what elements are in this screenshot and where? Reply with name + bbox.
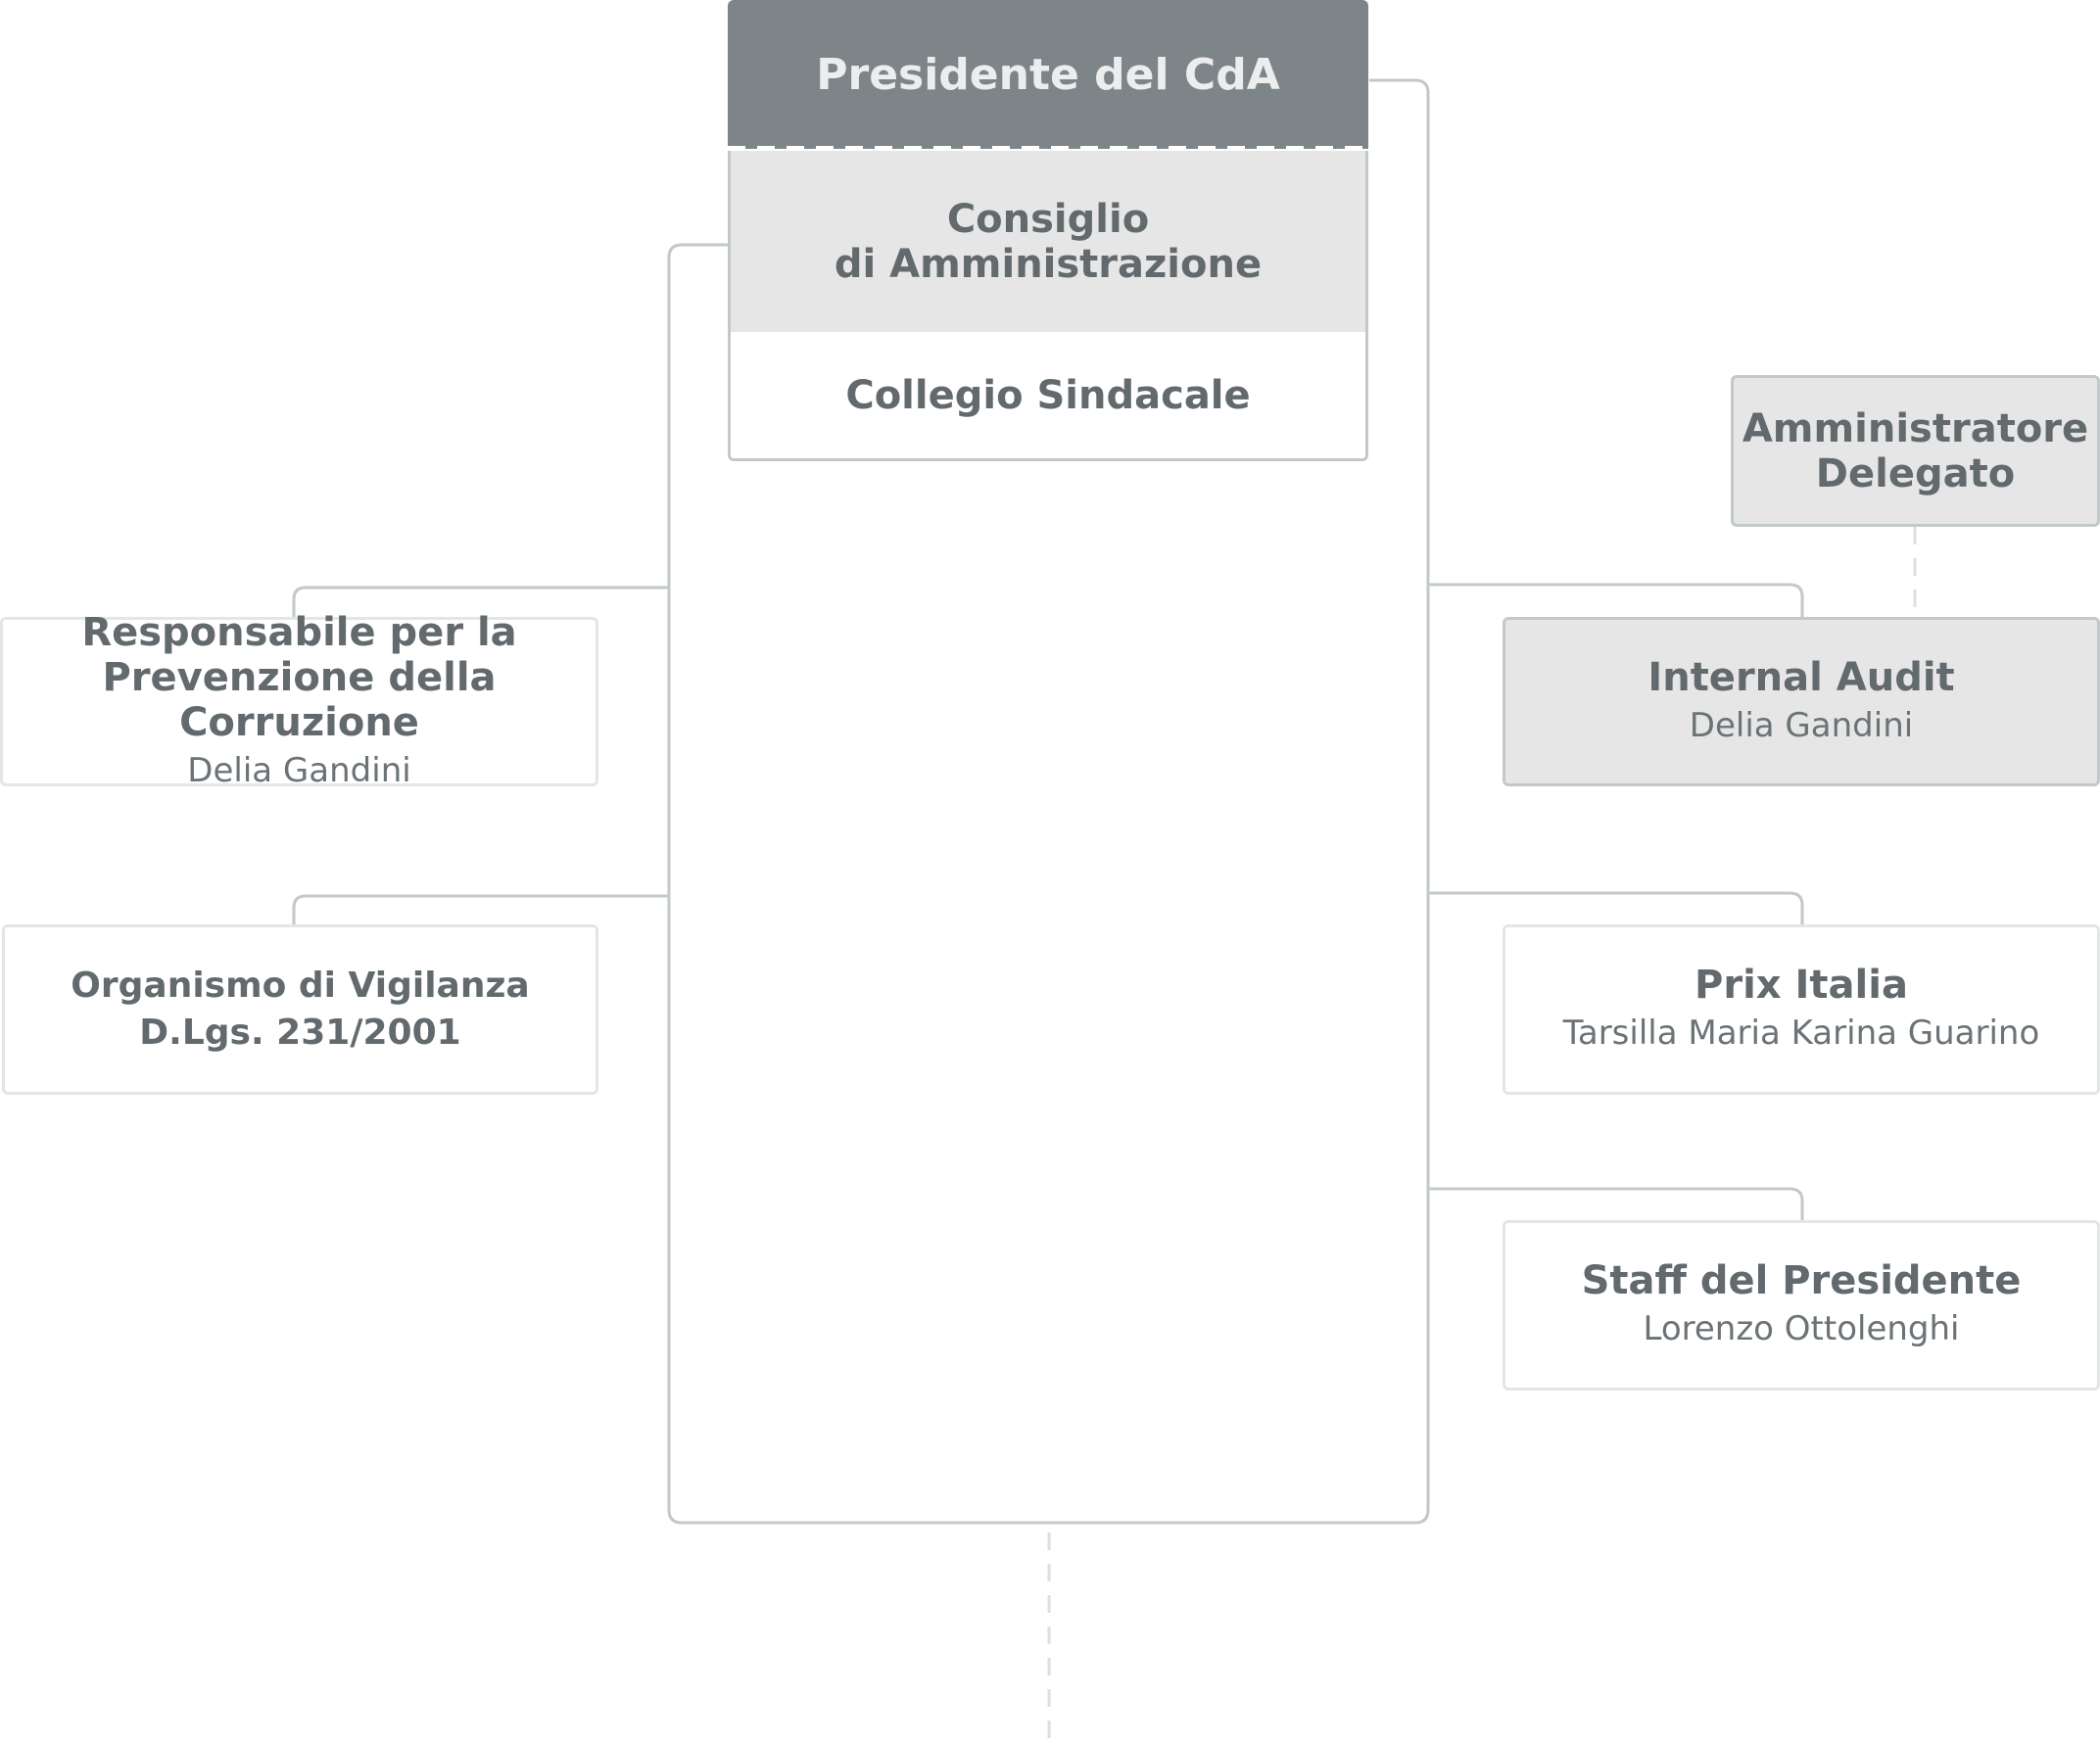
consiglio-box: Consiglio di Amministrazione <box>728 151 1368 332</box>
presidente-title: Presidente del CdA <box>816 49 1280 100</box>
staff-person: Lorenzo Ottolenghi <box>1643 1309 1960 1348</box>
board-bracket-line <box>667 78 1430 1525</box>
vigilanza-title: Organismo di Vigilanza D.Lgs. 231/2001 <box>71 966 530 1053</box>
presidente-dashed-divider <box>728 146 1368 151</box>
connector-staff <box>1428 1187 1804 1220</box>
anticorruzione-box: Responsabile per la Prevenzione della Co… <box>0 610 598 790</box>
prix-italia-box: Prix Italia Tarsilla Maria Karina Guarin… <box>1503 924 2100 1095</box>
vigilanza-box: Organismo di Vigilanza D.Lgs. 231/2001 <box>2 924 598 1095</box>
connector-anticorruzione <box>292 586 669 617</box>
staff-title: Staff del Presidente <box>1581 1258 2022 1303</box>
collegio-title: Collegio Sindacale <box>845 372 1251 418</box>
anticorruzione-title: Responsabile per la Prevenzione della Co… <box>81 609 517 745</box>
internal-audit-title: Internal Audit <box>1647 654 1955 700</box>
amministratore-box: Amministratore Delegato <box>1731 375 2100 527</box>
prix-italia-person: Tarsilla Maria Karina Guarino <box>1562 1014 2040 1053</box>
presidente-box: Presidente del CdA <box>728 0 1368 149</box>
staff-box: Staff del Presidente Lorenzo Ottolenghi <box>1503 1220 2100 1391</box>
connector-internal-audit <box>1428 583 1804 617</box>
collegio-box: Collegio Sindacale <box>728 332 1368 461</box>
consiglio-title: Consiglio di Amministrazione <box>834 196 1263 287</box>
internal-audit-person: Delia Gandini <box>1689 705 1914 745</box>
connector-prix-italia <box>1428 891 1804 924</box>
anticorruzione-person: Delia Gandini <box>187 750 411 790</box>
internal-audit-box: Internal Audit Delia Gandini <box>1503 617 2100 786</box>
prix-italia-title: Prix Italia <box>1694 963 1908 1008</box>
amministratore-title: Amministratore Delegato <box>1742 405 2089 496</box>
connector-vigilanza <box>292 894 669 925</box>
